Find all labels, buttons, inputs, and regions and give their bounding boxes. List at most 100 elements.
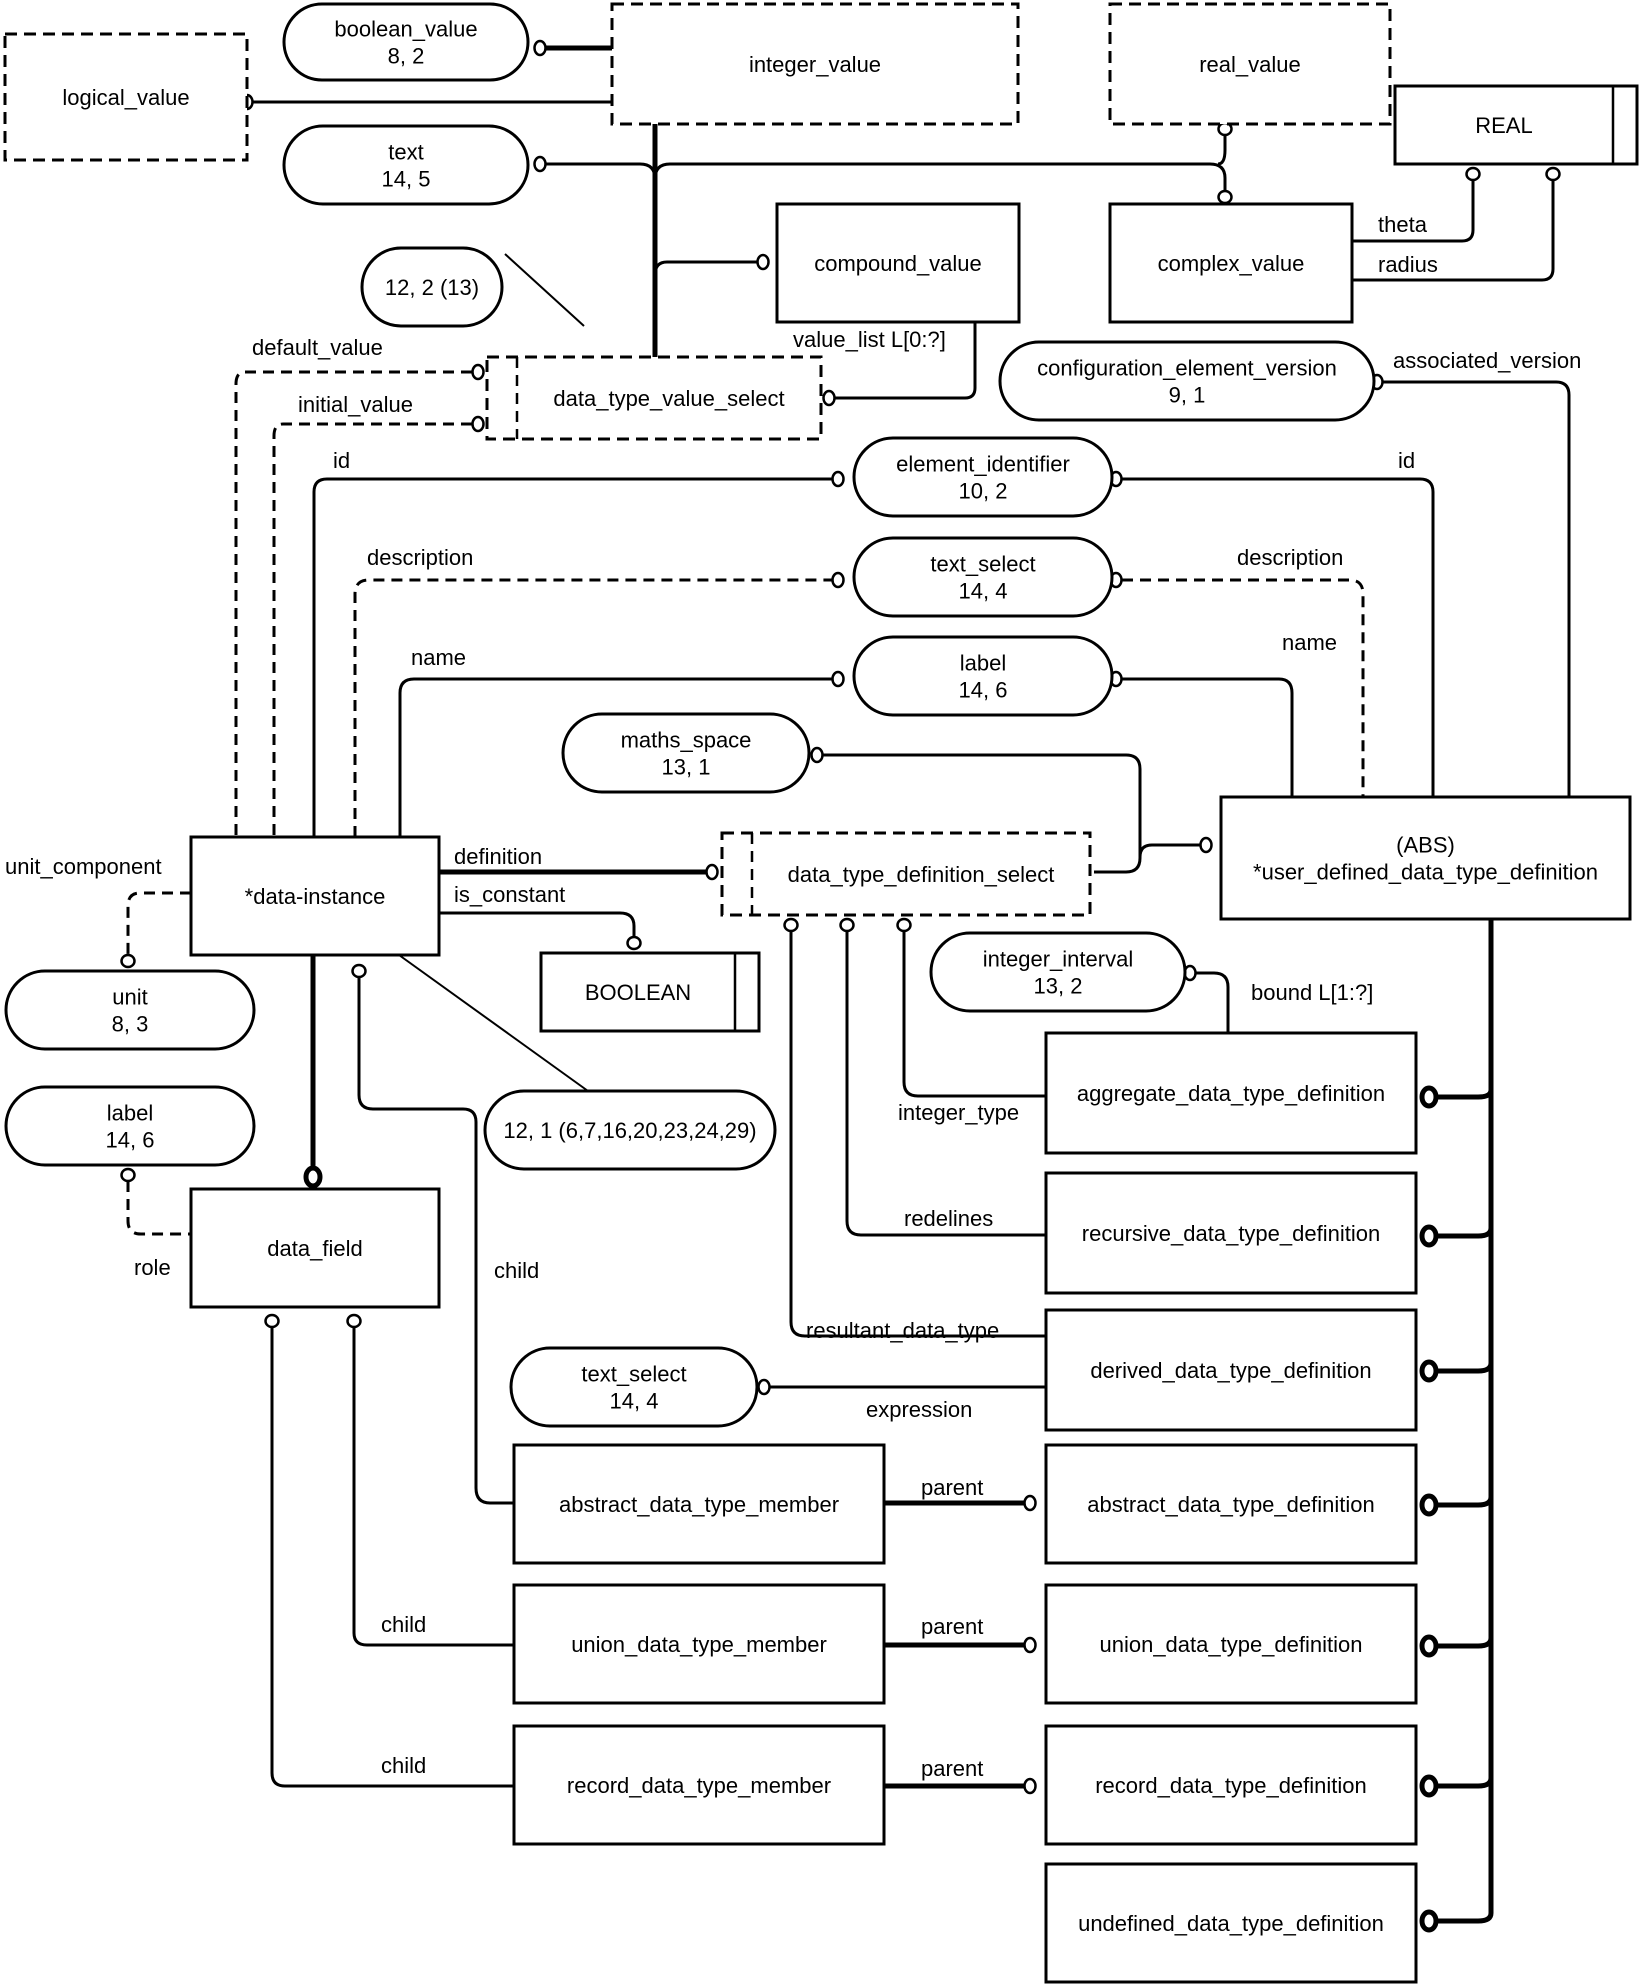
entity-integer-value[interactable]: integer_value bbox=[610, 2, 1020, 126]
entity-label: data_type_value_select bbox=[553, 386, 784, 411]
supertype-circle-icon bbox=[1419, 1359, 1439, 1383]
relationship-label-definition: definition bbox=[454, 844, 542, 869]
entity-compound-value[interactable]: compound_value bbox=[775, 202, 1021, 324]
entity-record-data-type-definition[interactable]: record_data_type_definition bbox=[1044, 1724, 1418, 1846]
relationship-line bbox=[653, 260, 763, 276]
relationship-label-initial-value: initial_value bbox=[298, 392, 413, 417]
relationship-end-circle-icon bbox=[120, 1167, 136, 1183]
entity-label: text_select bbox=[581, 1362, 686, 1387]
entity-data-type-definition-select[interactable]: data_type_definition_select bbox=[720, 831, 1092, 917]
entity-label: complex_value bbox=[1158, 251, 1305, 276]
relationship-line bbox=[270, 1327, 514, 1788]
relationship-line bbox=[126, 891, 191, 955]
entity-box-shape bbox=[3, 32, 249, 162]
reference-pill-shape bbox=[360, 246, 504, 328]
entity-label: derived_data_type_definition bbox=[1090, 1358, 1371, 1383]
entity-real-value[interactable]: real_value bbox=[1108, 2, 1392, 126]
relationship-label-child-record: child bbox=[381, 1753, 426, 1778]
reference-pill-shape bbox=[483, 1089, 777, 1171]
entity-box-shape bbox=[512, 1724, 886, 1846]
entity-box-shape bbox=[1044, 1583, 1418, 1705]
supertype-circle-icon bbox=[1419, 1224, 1439, 1248]
relationship-line bbox=[353, 578, 832, 837]
entity-ref-12-2[interactable]: 12, 2 (13) bbox=[360, 246, 504, 328]
entity-label: data_field bbox=[267, 1236, 362, 1261]
relationship-label-parent-union: parent bbox=[921, 1614, 983, 1639]
reference-pill-shape bbox=[282, 124, 530, 206]
relationship-label-redelines: redelines bbox=[904, 1206, 993, 1231]
entity-real-type[interactable]: REAL bbox=[1393, 84, 1639, 166]
relationship-label-bound: bound L[1:?] bbox=[1251, 980, 1373, 1005]
relationship-line bbox=[398, 677, 832, 837]
reference-number: 14, 4 bbox=[959, 579, 1008, 604]
entity-box-shape bbox=[1044, 1862, 1418, 1984]
entity-abstract-data-type-member[interactable]: abstract_data_type_member bbox=[512, 1443, 886, 1565]
relationship-label-default-value: default_value bbox=[252, 335, 383, 360]
entity-label: record_data_type_member bbox=[567, 1773, 831, 1798]
entity-derived-data-type-definition[interactable]: derived_data_type_definition bbox=[1044, 1308, 1418, 1432]
entity-label: text_select bbox=[930, 552, 1035, 577]
entity-data-type-value-select[interactable]: data_type_value_select bbox=[485, 355, 823, 441]
relationship-end-circle-icon bbox=[1465, 166, 1481, 182]
entity-box-shape bbox=[1219, 795, 1632, 921]
relationship-label-parent-record: parent bbox=[921, 1756, 983, 1781]
relationship-line bbox=[312, 477, 832, 837]
relationship-line bbox=[439, 911, 636, 937]
entity-box-shape bbox=[1044, 1171, 1418, 1295]
relationship-end-circle-icon bbox=[822, 389, 836, 407]
entity-logical-value[interactable]: logical_value bbox=[3, 32, 249, 162]
entity-label: compound_value bbox=[814, 251, 982, 276]
entity-data-field[interactable]: data_field bbox=[189, 1187, 441, 1309]
entity-union-data-type-definition[interactable]: union_data_type_definition bbox=[1044, 1583, 1418, 1705]
entity-abstract-data-type-definition[interactable]: abstract_data_type_definition bbox=[1044, 1443, 1418, 1565]
entity-box-shape bbox=[775, 202, 1021, 324]
reference-pill-shape bbox=[852, 635, 1114, 717]
entity-union-data-type-member[interactable]: union_data_type_member bbox=[512, 1583, 886, 1705]
relationship-line bbox=[247, 100, 657, 118]
entity-label: maths_space bbox=[621, 728, 752, 753]
relationship-line bbox=[504, 253, 585, 327]
relationship-line bbox=[902, 931, 1046, 1098]
entity-ref-12-1[interactable]: 12, 1 (6,7,16,20,23,24,29) bbox=[483, 1089, 777, 1171]
entity-box-shape bbox=[1044, 1443, 1418, 1565]
entity-data-instance[interactable]: *data-instance bbox=[189, 835, 441, 957]
entity-recursive-data-type-definition[interactable]: recursive_data_type_definition bbox=[1044, 1171, 1418, 1295]
select-box-shape bbox=[720, 831, 1092, 917]
reference-pill-shape bbox=[561, 712, 811, 794]
reference-number: 10, 2 bbox=[959, 479, 1008, 504]
entity-aggregate-data-type-definition[interactable]: aggregate_data_type_definition bbox=[1044, 1031, 1418, 1155]
entity-label: record_data_type_definition bbox=[1095, 1773, 1367, 1798]
relationship-line bbox=[352, 1327, 514, 1647]
relationship-line bbox=[1217, 135, 1227, 166]
relationship-end-circle-icon bbox=[757, 1378, 771, 1396]
relationship-label-child-abstract: child bbox=[494, 1258, 539, 1283]
entity-boolean-type[interactable]: BOOLEAN bbox=[539, 951, 761, 1033]
entity-record-data-type-member[interactable]: record_data_type_member bbox=[512, 1724, 886, 1846]
reference-pill-shape bbox=[4, 1085, 256, 1167]
entity-label: (ABS) bbox=[1396, 833, 1455, 858]
relationship-end-circle-icon bbox=[626, 935, 642, 951]
entity-undefined-data-type-definition[interactable]: undefined_data_type_definition bbox=[1044, 1862, 1418, 1984]
entity-complex-value[interactable]: complex_value bbox=[1108, 202, 1354, 324]
relationship-label-child-union: child bbox=[381, 1612, 426, 1637]
entity-user-defined-data-type-definition[interactable]: (ABS)*user_defined_data_type_definition bbox=[1219, 795, 1632, 921]
relationship-end-circle-icon bbox=[1023, 1777, 1037, 1795]
relationship-line bbox=[398, 954, 589, 1092]
relationship-label-expression: expression bbox=[866, 1397, 972, 1422]
relationship-end-circle-icon bbox=[264, 1313, 280, 1329]
relationship-line bbox=[1352, 180, 1555, 282]
supertype-circle-icon bbox=[303, 1165, 323, 1189]
entity-label: label bbox=[107, 1101, 153, 1126]
